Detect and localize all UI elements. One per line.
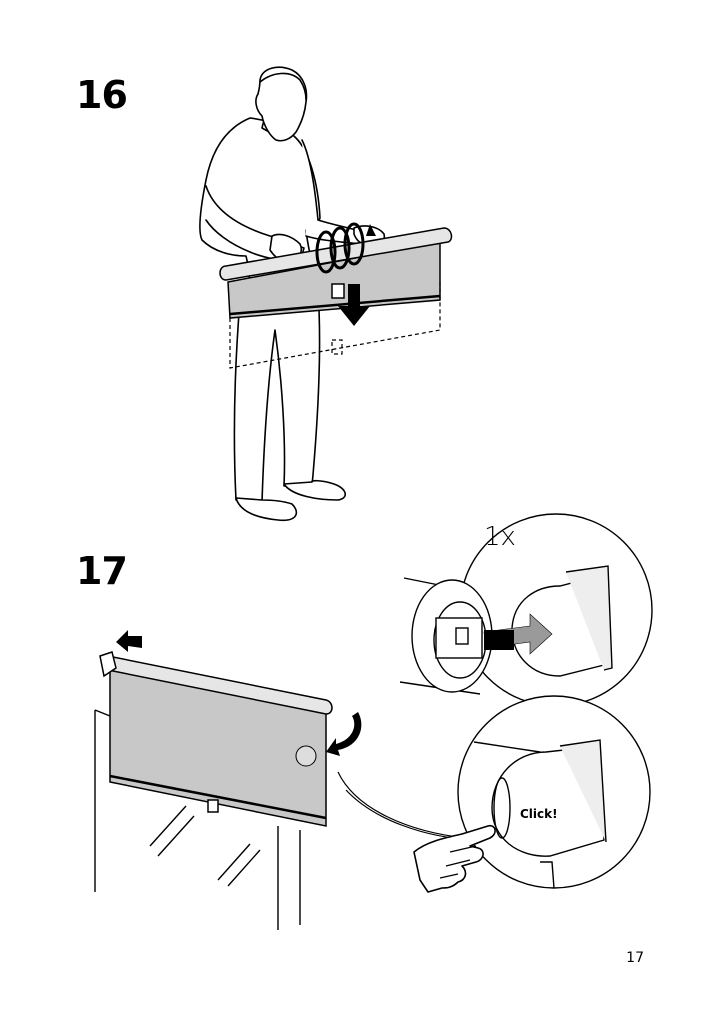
detail-link-lower [345, 789, 477, 841]
lowered-blind-outline [229, 282, 441, 369]
repeat-count-label: 1x [484, 522, 516, 552]
rotate-arrow-icon [315, 222, 365, 274]
window-frame [94, 709, 301, 930]
detail-circle-after [457, 695, 651, 889]
detail-circle-before [399, 513, 653, 707]
pressing-hand [413, 824, 496, 893]
step-number-17: 17 [76, 549, 128, 593]
curved-arrow-icon [326, 712, 362, 756]
left-arrow-icon [116, 630, 142, 652]
mounted-roller-blind [99, 651, 333, 827]
rotate-arrow-head [366, 224, 376, 236]
step-number-16: 16 [76, 73, 128, 117]
down-arrow-icon [338, 284, 370, 326]
click-callout-text: Click! [520, 807, 558, 821]
page-number: 17 [626, 950, 644, 966]
detail-link-upper [337, 771, 467, 839]
push-arrow-tail [484, 630, 514, 650]
man-figure [199, 66, 386, 522]
